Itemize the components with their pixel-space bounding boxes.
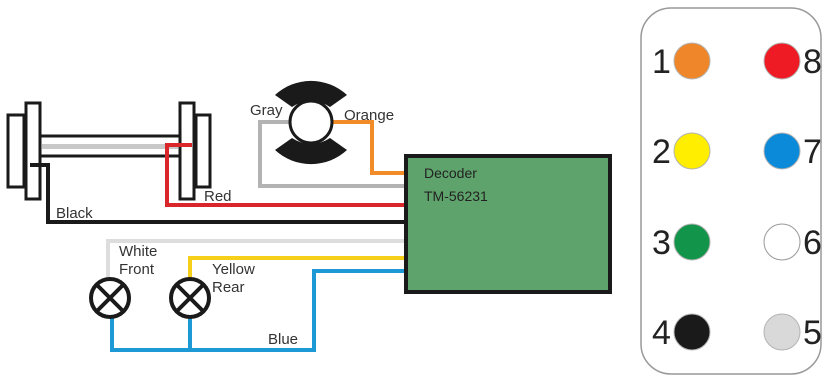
wire-blue xyxy=(110,269,406,352)
pin-6-white-circle xyxy=(763,223,801,261)
pin-number-2: 2 xyxy=(652,133,671,171)
decoder-model: TM-56231 xyxy=(424,188,488,204)
label-orange: Orange xyxy=(344,107,394,124)
pin-2-yellow-circle xyxy=(673,132,711,170)
label-white: White xyxy=(119,243,157,260)
pin-5-light-gray-circle xyxy=(763,313,801,351)
pin-number-1: 1 xyxy=(652,43,671,81)
label-yellow: Yellow xyxy=(212,261,255,278)
pin-number-5: 5 xyxy=(803,314,822,352)
decoder-name: Decoder xyxy=(424,165,477,181)
label-front: Front xyxy=(119,261,155,278)
pin-number-3: 3 xyxy=(652,224,671,262)
label-rear: Rear xyxy=(212,279,245,296)
pin-number-8: 8 xyxy=(803,43,822,81)
label-gray: Gray xyxy=(250,102,283,119)
pin-number-6: 6 xyxy=(803,224,822,262)
label-red: Red xyxy=(204,188,232,205)
wheelset-icon xyxy=(6,101,212,201)
pin-number-7: 7 xyxy=(803,133,822,171)
pin-1-orange-circle xyxy=(673,42,711,80)
wire-gray xyxy=(258,120,406,188)
pin-number-4: 4 xyxy=(652,314,671,352)
motor-icon xyxy=(275,80,347,165)
label-blue: Blue xyxy=(268,331,298,348)
pin-8-red-circle xyxy=(763,42,801,80)
pinout-panel xyxy=(640,7,822,375)
pin-4-black-circle xyxy=(673,313,711,351)
label-black: Black xyxy=(56,205,93,222)
wire-orange xyxy=(330,120,406,175)
front-lamp-icon xyxy=(89,277,131,319)
wire-yellow xyxy=(188,256,406,278)
rear-lamp-icon xyxy=(169,277,211,319)
wire-white xyxy=(106,239,406,278)
pin-3-green-circle xyxy=(673,223,711,261)
wire-black xyxy=(30,163,406,224)
wire-red xyxy=(165,143,406,207)
pin-7-blue-circle xyxy=(763,132,801,170)
decoder-box xyxy=(404,154,612,294)
